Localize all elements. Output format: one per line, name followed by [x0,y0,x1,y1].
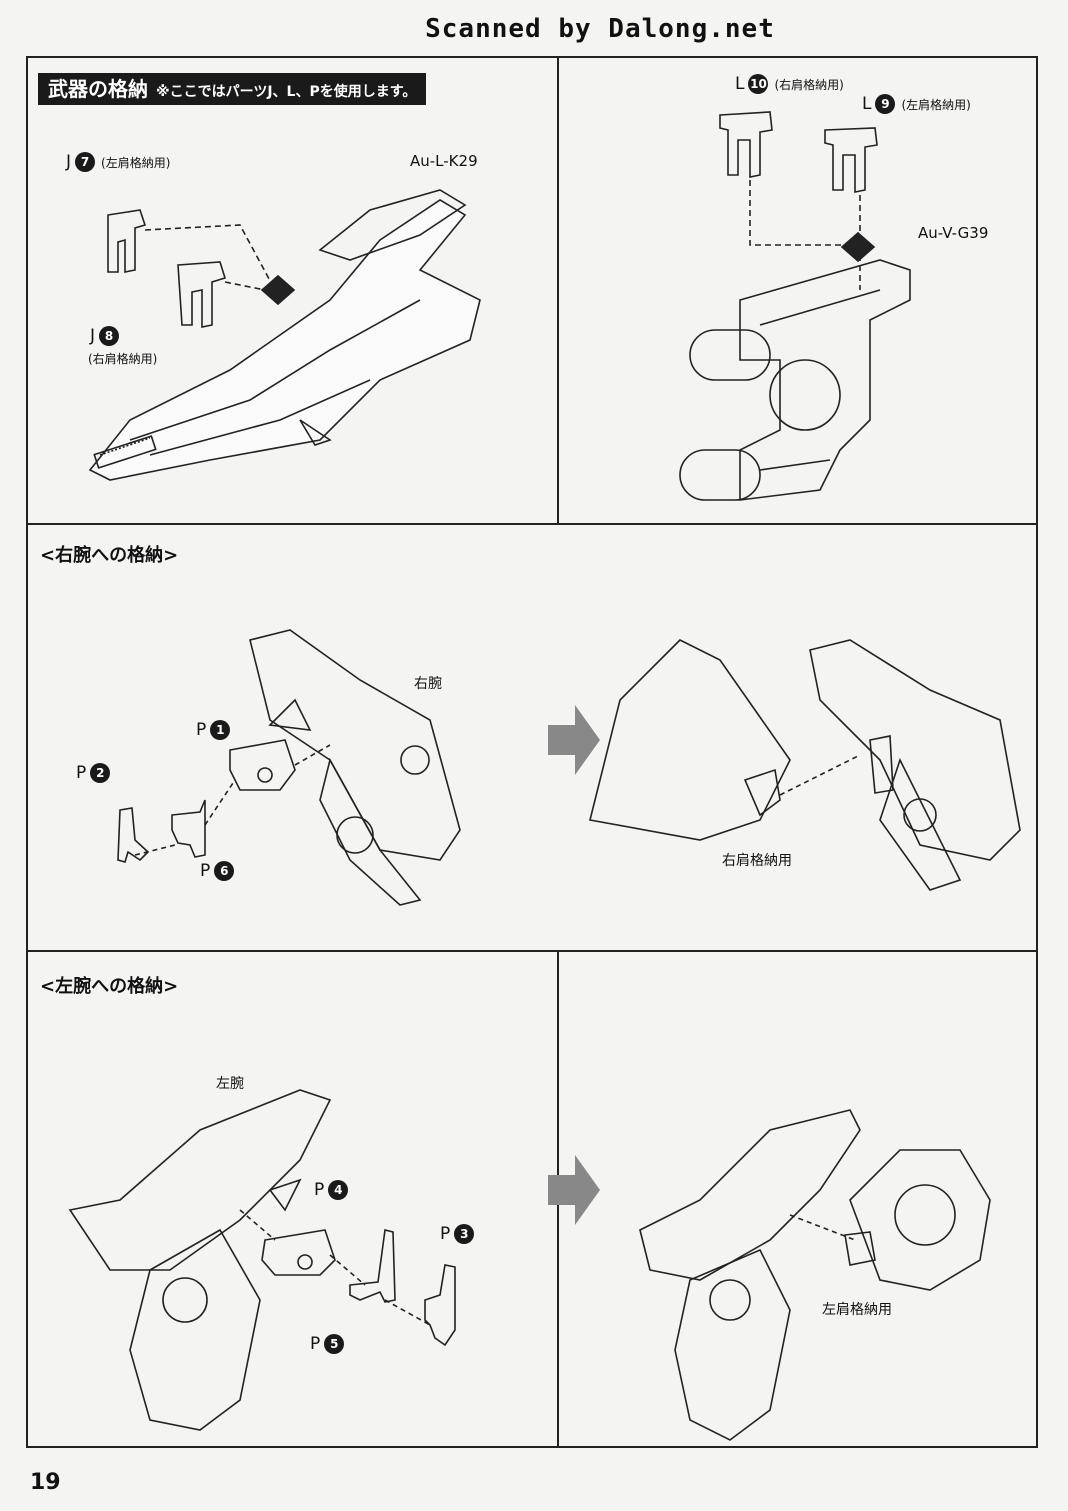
part-tag-p6: P 6 [200,861,235,881]
part-letter: J [90,326,96,346]
part-p6-drawing [171,799,206,858]
part-use-j8: (右肩格納用) [88,352,158,366]
result-label-left: 左肩格納用 [822,1302,892,1318]
part-letter: L [735,74,745,94]
part-p4-drawing [261,1229,336,1276]
part-number: 3 [454,1224,475,1244]
part-number: 10 [748,74,769,94]
part-p3-drawing [424,1264,456,1347]
part-number: 8 [99,326,120,346]
part-use: (左肩格納用) [101,155,171,170]
part-l10-drawing [719,111,773,178]
part-tag-p1: P 1 [196,720,231,740]
part-number: 5 [324,1334,345,1354]
right-arm-drawing [249,629,461,906]
part-letter: P [196,720,207,740]
watermark: Scanned by Dalong.net [425,14,775,44]
weapon-au-l-k29-drawing [88,189,481,481]
section-title-right-arm: <右腕への格納> [40,545,179,566]
part-p2-drawing [117,807,150,863]
part-letter: P [76,763,87,783]
arm-label-right: 右腕 [414,676,442,692]
part-number: 2 [90,763,111,783]
part-letter: P [314,1180,325,1200]
part-letter: P [310,1334,321,1354]
part-p1-drawing [229,739,296,791]
part-use: (左肩格納用) [901,97,971,112]
part-letter: P [200,861,211,881]
part-tag-p2: P 2 [76,763,111,783]
page-number: 19 [30,1470,61,1495]
weapon-name-au-l-k29: Au-L-K29 [410,152,478,170]
left-arm-result-drawing [639,1109,991,1441]
part-letter: J [66,152,72,172]
result-label-right: 右肩格納用 [722,853,792,869]
part-tag-p4: P 4 [314,1180,349,1200]
divider-horizontal-2 [26,950,1038,952]
part-letter: P [440,1224,451,1244]
part-letter: L [862,94,872,114]
arrow-right-2 [548,1155,600,1225]
section-note: ※ここではパーツJ、L、Pを使用します。 [156,84,417,100]
part-p5-drawing [349,1229,396,1303]
part-number: 9 [875,94,896,114]
section-title-left-arm: <左腕への格納> [40,976,179,997]
divider-horizontal-1 [26,523,1038,525]
arm-label-left: 左腕 [216,1076,244,1092]
arrow-right-1 [548,705,600,775]
part-number: 4 [328,1180,349,1200]
section-title-text: 武器の格納 [48,77,148,101]
part-tag-l10: L 10 (右肩格納用) [735,74,844,94]
part-tag-l9: L 9 (左肩格納用) [862,94,971,114]
part-tag-p3: P 3 [440,1224,475,1244]
part-tag-j8: J 8 [90,326,120,346]
part-l9-drawing [824,127,878,193]
part-tag-j7: J 7 (左肩格納用) [66,152,170,172]
part-j7-drawing [107,209,147,273]
part-use: (右肩格納用) [774,77,844,92]
weapon-name-au-v-g39: Au-V-G39 [918,224,989,242]
part-number: 7 [75,152,96,172]
right-arm-result-drawing [589,639,1021,891]
part-tag-p5: P 5 [310,1334,345,1354]
part-number: 6 [214,861,235,881]
part-j8-drawing [177,261,227,328]
section-title-weapon-storage: 武器の格納 ※ここではパーツJ、L、Pを使用します。 [38,73,427,105]
divider-vertical-top [557,56,559,524]
weapon-au-v-g39-drawing [679,259,911,501]
left-arm-drawing [68,1089,332,1431]
part-number: 1 [210,720,231,740]
instruction-frame [26,56,1038,1448]
